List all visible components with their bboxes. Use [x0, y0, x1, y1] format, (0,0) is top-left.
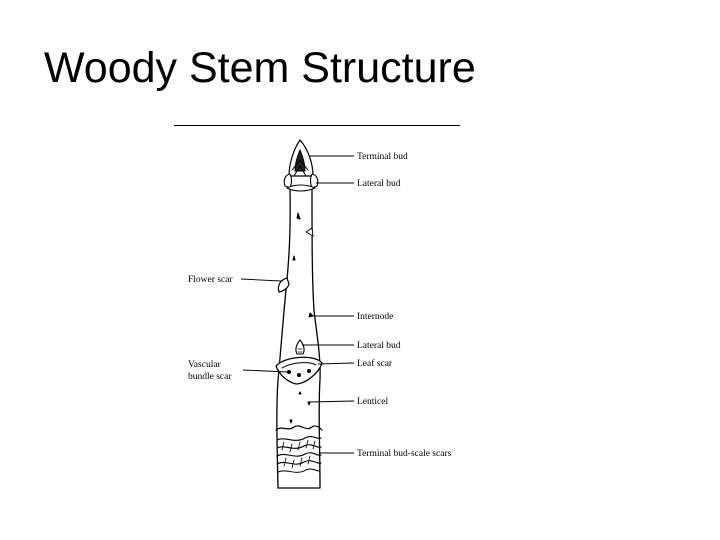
label-flower-scar: Flower scar [188, 275, 233, 285]
bud-scale-scar-hatch [281, 439, 316, 469]
leader-leaf-scar [317, 362, 355, 365]
internode-mark [308, 312, 314, 318]
diagram-labels: Terminal bud Lateral bud Flower scar Int… [188, 152, 452, 459]
label-internode: Internode [357, 312, 393, 322]
label-leaf-scar: Leaf scar [357, 358, 393, 369]
stem-illustration [275, 139, 323, 489]
vascular-bundle-dot-3 [307, 369, 311, 373]
label-vascular-line1: Vascular [188, 360, 222, 370]
label-lenticel: Lenticel [357, 397, 388, 407]
label-terminal-bud: Terminal bud [357, 152, 408, 162]
upper-stem-mark-2 [305, 227, 314, 237]
upper-stem-mark-1 [296, 212, 301, 220]
bud-scale-scar-band-1 [276, 436, 322, 441]
lateral-bud-top-right [309, 173, 319, 189]
leader-lines [240, 155, 355, 454]
lenticel-3 [298, 391, 302, 395]
bud-scale-scar-band-3 [276, 452, 322, 457]
lateral-bud-top-left [283, 173, 293, 189]
leader-lenticel [308, 400, 355, 403]
label-lateral-bud-top: Lateral bud [357, 179, 401, 189]
label-terminal-bud-scale-scars: Terminal bud-scale scars [357, 449, 452, 459]
label-lateral-bud-mid: Lateral bud [357, 341, 401, 351]
slide-title: Woody Stem Structure [44, 44, 476, 92]
lateral-bud-mid-inner [297, 348, 303, 353]
bud-scale-scar-band-2 [276, 444, 322, 449]
terminal-bud-scales [291, 159, 309, 177]
bud-scale-scar-top [275, 425, 323, 431]
leader-vascular-bundle-scar [242, 369, 289, 373]
leaf-scar [275, 356, 323, 385]
leaf-scar-inner [281, 362, 317, 369]
upper-stem-mark-3 [292, 255, 296, 261]
vascular-bundle-dot-2 [297, 373, 301, 377]
stem-outline [276, 187, 321, 489]
flower-scar [277, 277, 290, 293]
bud-collar [286, 184, 316, 192]
title-underline-rule [174, 125, 460, 126]
leader-flower-scar [240, 278, 282, 282]
lenticel-2 [289, 419, 293, 424]
label-vascular-line2: bundle scar [188, 372, 232, 382]
bud-scale-scar-band-5 [277, 468, 321, 473]
